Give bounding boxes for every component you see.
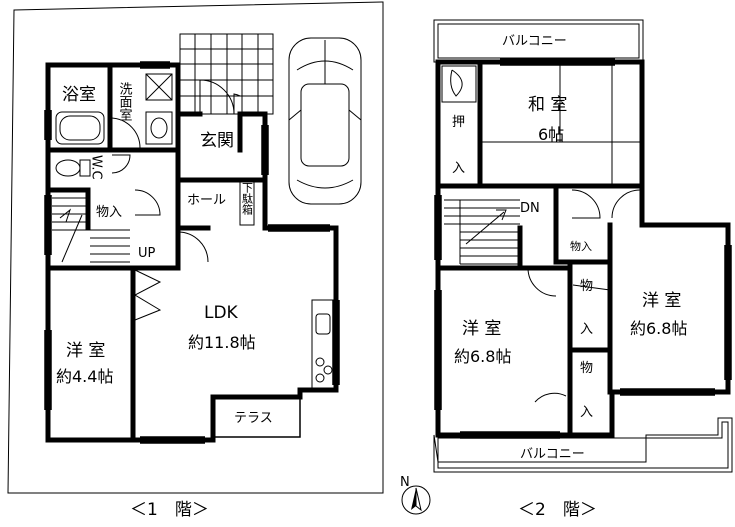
compass-icon: N: [400, 475, 431, 515]
floor2-stairs: [444, 199, 520, 265]
storage-c-label-2: 入: [580, 405, 593, 420]
western-left-area-label: 約6.8帖: [454, 347, 511, 366]
storage-label: 物入: [96, 205, 122, 220]
balcony-top-label: バルコニー: [502, 34, 567, 49]
ldk-area-label: 約11.8帖: [188, 333, 256, 352]
oshiire-label-1: 押: [452, 115, 465, 130]
down-label: DN: [520, 201, 540, 216]
shoebox-label: 下駄箱: [241, 182, 254, 216]
ldk-name-label: LDK: [204, 303, 239, 323]
terrace-label: テラス: [234, 411, 273, 426]
balcony-bottom-label: バルコニー: [520, 447, 585, 462]
floor1-stairs: [52, 197, 130, 263]
bathtub-icon: [55, 111, 105, 145]
japanese-room-name-label: 和 室: [528, 95, 567, 115]
western-right-area-label: 約6.8帖: [630, 319, 687, 338]
washroom-label: 洗面室: [117, 82, 133, 121]
floor1-plan: 浴室 洗面室 W.C 玄関 ホール 下駄箱 物入 UP LDK 約11.8帖 洋…: [7, 1, 384, 520]
floor1-windows: [44, 61, 340, 444]
floor1-doors: [111, 79, 241, 321]
storage-a-label: 物入: [570, 239, 592, 253]
storage-b-label-2: 入: [580, 322, 593, 337]
oshiire-label-2: 入: [452, 161, 465, 176]
site-boundary: [7, 1, 384, 494]
terrace-outline: [212, 396, 301, 438]
sink-icon: [145, 111, 173, 145]
bath-label: 浴室: [62, 85, 96, 105]
floor2-caption: ＜2 階＞: [518, 500, 597, 520]
japanese-room-area-label: 6帖: [538, 125, 564, 144]
compass-north-label: N: [400, 475, 410, 490]
tokonoma-icon: [441, 65, 477, 103]
approach-tiles: [179, 33, 274, 115]
western-left-name-label: 洋 室: [462, 319, 501, 339]
storage-b-label-1: 物: [580, 279, 593, 294]
western-room-name-label: 洋 室: [66, 341, 105, 361]
balcony-bottom: [433, 417, 733, 473]
entrance-label: 玄関: [200, 131, 234, 151]
kitchen-counter-icon: [311, 299, 335, 389]
floor2-windows: [434, 58, 732, 439]
toilet-icon: [55, 159, 91, 177]
western-right-name-label: 洋 室: [642, 291, 681, 311]
car-icon: [288, 37, 362, 205]
up-label: UP: [138, 246, 156, 261]
washer-icon: [145, 73, 173, 101]
shoebox-cabinet: [239, 179, 255, 226]
floor2-doors: [527, 189, 641, 403]
floor1-walls: [45, 62, 339, 443]
tatami-lines: [480, 62, 642, 186]
hall-label: ホール: [187, 193, 226, 208]
storage-c-label-1: 物: [580, 361, 593, 376]
floor2-plan: バルコニー バルコニー 和 室 6帖 押 入 DN 物入 物 入 物 入 洋 室…: [433, 19, 733, 520]
floor1-caption: ＜1 階＞: [130, 500, 209, 520]
svg-text:洗面室: 洗面室: [117, 82, 133, 121]
wc-label: W.C: [89, 155, 104, 180]
western-room-area-label: 約4.4帖: [56, 367, 113, 386]
